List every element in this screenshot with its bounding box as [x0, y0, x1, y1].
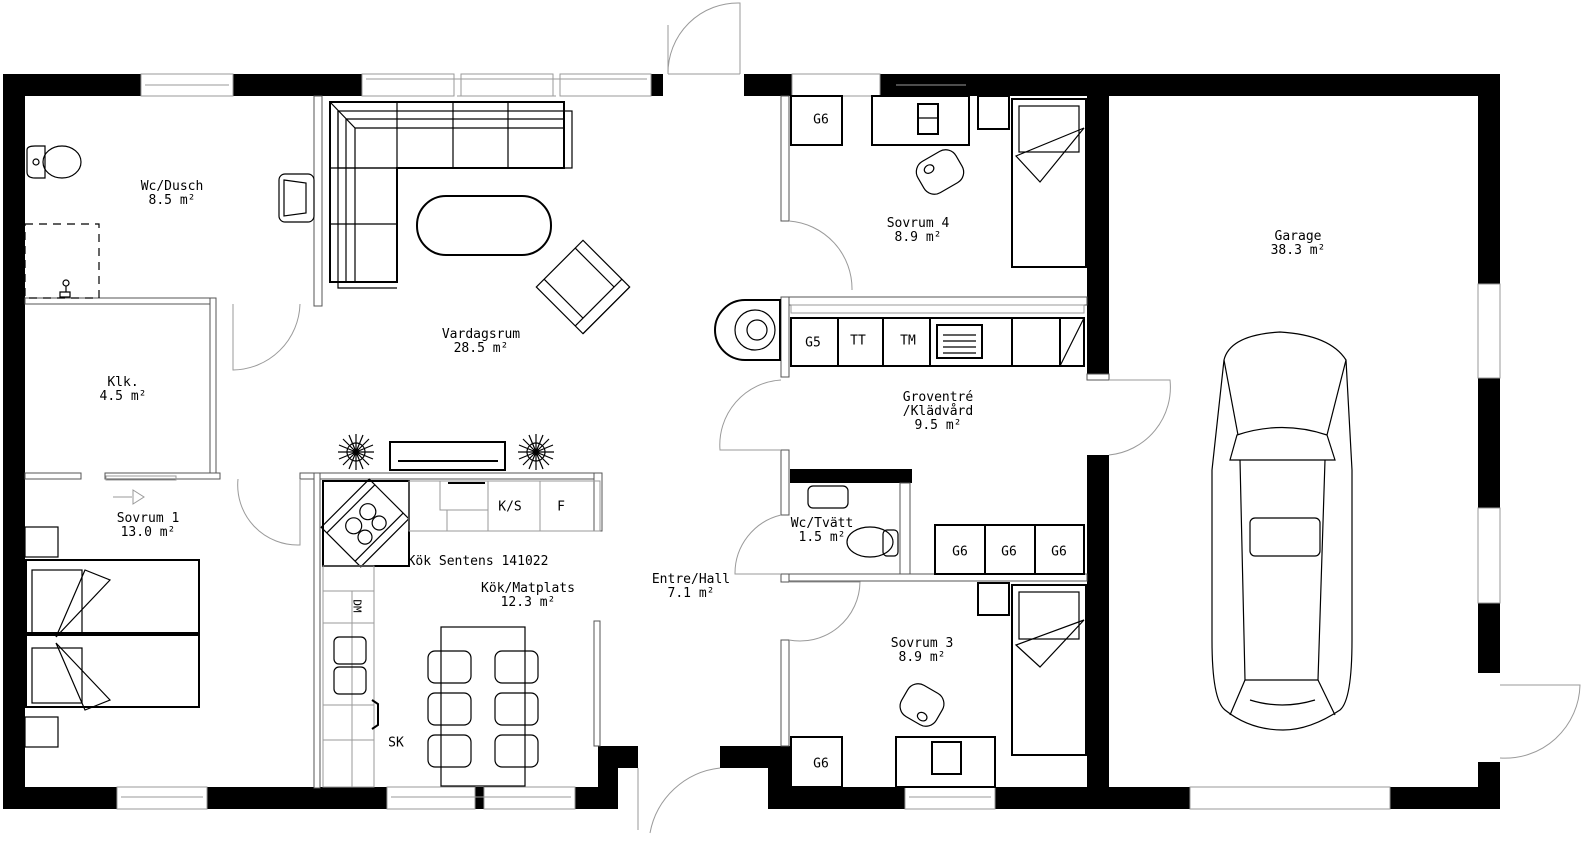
room-wc-dusch: Wc/Dusch 8.5 m² — [141, 180, 204, 208]
fixture-tm: TM — [900, 333, 916, 349]
room-name: Wc/Tvätt — [790, 516, 854, 531]
groventre-fixtures — [714, 299, 1085, 367]
room-klk: Klk. 4.5 m² — [100, 376, 147, 404]
room-area: 8.5 m² — [148, 193, 196, 208]
door-swings[interactable] — [105, 2, 1581, 834]
room-name: Garage — [1274, 229, 1322, 244]
room-groventre: Groventré /Klädvård 9.5 m² — [903, 391, 973, 433]
room-name: Wc/Dusch — [140, 179, 204, 194]
fixture-g6-sovrum3: G6 — [813, 756, 829, 772]
sovrum3-furniture — [790, 582, 1087, 788]
exterior-walls — [3, 74, 1500, 809]
room-area: 8.9 m² — [894, 230, 942, 245]
fixture-g6-b: G6 — [1001, 544, 1017, 560]
room-name: Sovrum 4 — [886, 216, 950, 231]
room-area: 28.5 m² — [453, 341, 509, 356]
fixture-g6-sovrum4: G6 — [813, 112, 829, 128]
dining-chairs — [427, 650, 539, 768]
room-name: Sovrum 3 — [890, 636, 954, 651]
g6-cabinets — [934, 524, 1085, 575]
fixture-g6-a: G6 — [952, 544, 968, 560]
room-sovrum3: Sovrum 3 8.9 m² — [891, 637, 954, 665]
sovrum1-furniture — [24, 526, 200, 748]
room-area: 7.1 m² — [667, 586, 715, 601]
room-wc-tvatt: Wc/Tvätt 1.5 m² — [791, 517, 854, 545]
room-area: 12.3 m² — [500, 595, 556, 610]
room-garage: Garage 38.3 m² — [1271, 230, 1326, 258]
room-name: Kök/Matplats — [481, 581, 575, 596]
wc-tvatt-fixtures — [807, 485, 899, 558]
fixture-dm: DM — [350, 599, 364, 613]
room-name: Vardagsrum — [441, 327, 521, 342]
kitchen-fixtures — [320, 478, 601, 788]
room-sovrum1: Sovrum 1 13.0 m² — [117, 512, 180, 540]
wc-dusch-fixtures — [24, 145, 315, 299]
fixture-g5: G5 — [805, 335, 821, 351]
plant-icon — [518, 434, 554, 470]
room-name: Entre/Hall — [651, 572, 731, 587]
car-icon — [1211, 331, 1353, 731]
room-area: 8.9 m² — [898, 650, 946, 665]
room-name: Sovrum 1 — [116, 511, 180, 526]
room-vardagsrum: Vardagsrum 28.5 m² — [442, 328, 520, 356]
room-sovrum4: Sovrum 4 8.9 m² — [887, 217, 950, 245]
fixture-tt: TT — [850, 333, 866, 349]
room-area: 9.5 m² — [914, 418, 962, 433]
kitchen-model-label: Kök Sentens 141022 — [407, 554, 549, 569]
room-area: 13.0 m² — [120, 525, 176, 540]
windows — [116, 73, 1501, 810]
fixture-f: F — [557, 499, 565, 515]
room-area: 4.5 m² — [99, 389, 147, 404]
fixture-ks: K/S — [498, 499, 522, 515]
fixture-sk: SK — [388, 735, 404, 751]
fixture-g6-c: G6 — [1051, 544, 1067, 560]
sovrum4-furniture — [790, 95, 1087, 268]
room-name-2: /Klädvård — [902, 404, 974, 419]
room-kok-matplats: Kök/Matplats 12.3 m² — [481, 582, 575, 610]
room-name: Klk. — [107, 375, 139, 390]
plant-icon — [338, 434, 374, 470]
room-name: Groventré — [902, 390, 974, 405]
room-area: 38.3 m² — [1270, 243, 1326, 258]
room-entre-hall: Entre/Hall 7.1 m² — [652, 573, 730, 601]
room-area: 1.5 m² — [798, 530, 846, 545]
living-room-furniture — [329, 101, 631, 471]
